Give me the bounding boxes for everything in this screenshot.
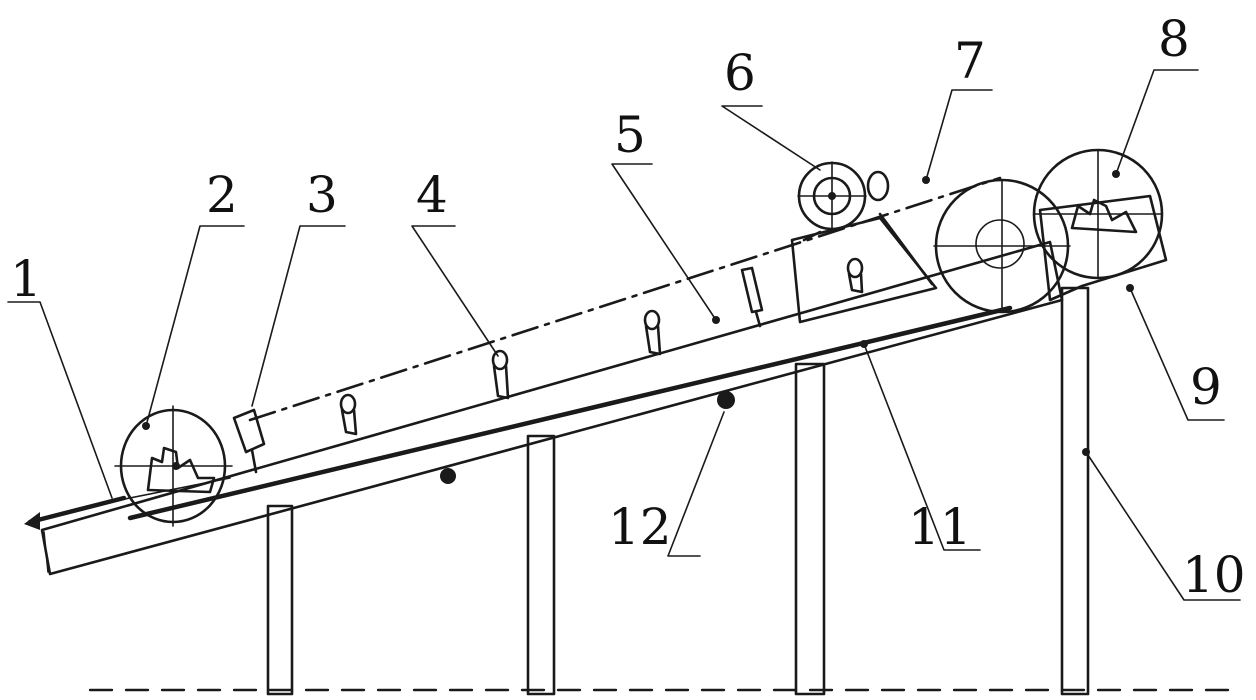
leader-3 [251, 225, 346, 407]
drive-motor [797, 161, 890, 242]
frame-end-cap [43, 531, 49, 573]
leader-5 [611, 163, 717, 321]
leader-9 [1129, 287, 1225, 421]
label-10: 10 [1182, 546, 1246, 604]
return-rollers [440, 391, 735, 484]
lower-chain-line [127, 305, 1013, 521]
leader-dots [142, 170, 1134, 456]
support-leg-4 [1060, 286, 1090, 696]
tail-sprocket [114, 405, 233, 527]
tail-sprocket-hub [172, 462, 180, 470]
head-bracket [1070, 198, 1138, 234]
scraper-flights [339, 257, 864, 436]
label-4: 4 [416, 166, 448, 224]
drive-belt [878, 212, 934, 286]
leader-12 [667, 411, 725, 557]
label-3: 3 [306, 166, 338, 224]
support-legs [266, 286, 1090, 696]
leader-4 [411, 225, 499, 357]
tension-rod-tip [24, 512, 40, 530]
part-labels: 1 2 3 4 5 6 7 8 9 10 11 12 [10, 10, 1246, 604]
tension-rod [24, 495, 127, 530]
head-housing-frame [1038, 194, 1168, 302]
support-leg-2 [526, 434, 556, 696]
label-12: 12 [608, 498, 672, 556]
flight-2 [491, 349, 510, 400]
label-9: 9 [1190, 358, 1222, 416]
flight-3 [643, 309, 662, 356]
label-7: 7 [954, 32, 986, 90]
head-housing [1032, 148, 1168, 302]
label-8: 8 [1158, 10, 1190, 68]
label-6: 6 [724, 44, 756, 102]
leader-10 [1085, 451, 1241, 601]
leader-7 [925, 89, 993, 181]
return-roller-1 [440, 468, 456, 484]
leader-6 [721, 105, 821, 171]
tail-sprocket-bracket [146, 446, 216, 494]
leader-11 [863, 343, 981, 551]
flight-5 [846, 257, 864, 294]
label-2: 2 [206, 166, 238, 224]
label-5: 5 [614, 106, 646, 164]
support-leg-1 [266, 504, 294, 696]
head-sprocket [933, 178, 1071, 314]
leader-8 [1115, 69, 1199, 175]
flight-4 [740, 266, 764, 328]
feed-hopper-body [232, 408, 266, 454]
motor-base [790, 216, 938, 324]
feed-hopper [232, 408, 266, 474]
leader-2 [145, 225, 245, 427]
drive-motor-pulley [866, 170, 890, 202]
leader-1 [7, 301, 113, 499]
tension-rod-shaft [27, 495, 127, 525]
feed-hopper-stem [250, 448, 258, 474]
leader-lines [7, 69, 1241, 601]
head-sprocket-inner [975, 219, 1025, 269]
flight-1 [339, 393, 358, 436]
return-roller-2 [717, 391, 735, 409]
label-11: 11 [908, 498, 972, 556]
support-leg-3 [794, 362, 826, 696]
label-1: 1 [10, 250, 42, 308]
